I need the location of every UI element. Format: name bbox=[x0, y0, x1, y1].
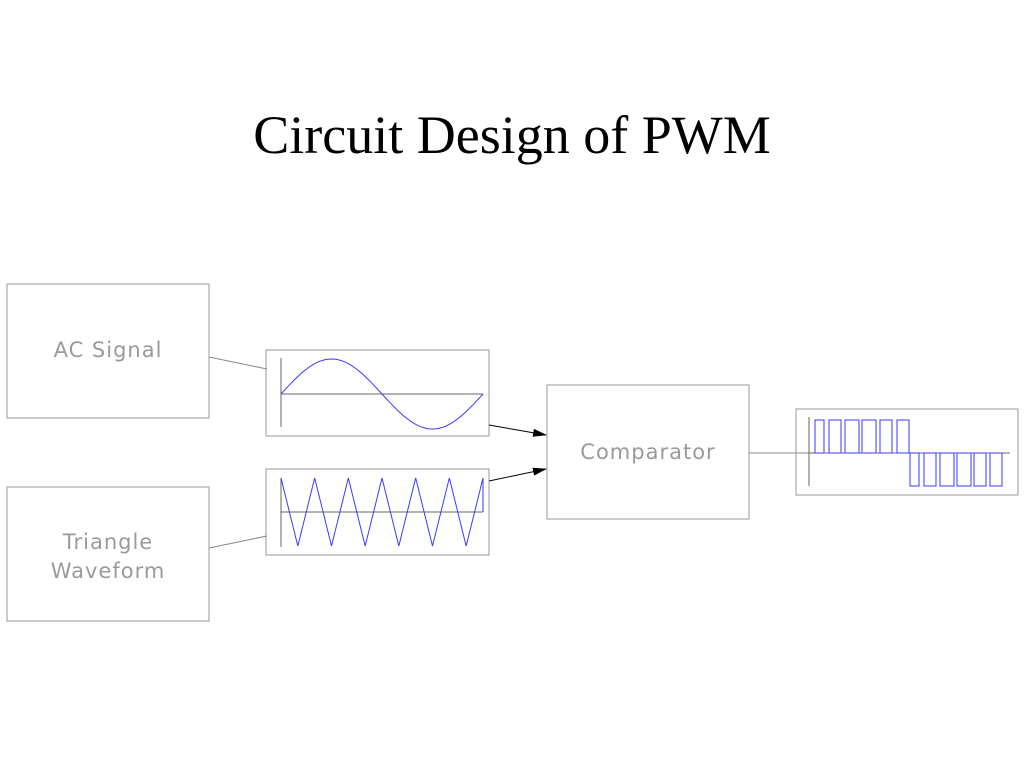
ac-signal-block: AC Signal bbox=[6, 283, 210, 419]
pwm-pulse bbox=[828, 419, 842, 454]
pwm-pulse bbox=[956, 452, 972, 487]
comparator-label: Comparator bbox=[580, 440, 715, 464]
sine-wave-box bbox=[265, 349, 490, 437]
sine-to-comparator-arrow bbox=[488, 424, 547, 437]
triangle-connector-line bbox=[208, 535, 268, 549]
pwm-pulse bbox=[814, 419, 825, 454]
pwm-pulse bbox=[896, 419, 910, 454]
triangle-to-comparator-arrow bbox=[488, 467, 547, 482]
pwm-pulse bbox=[909, 452, 920, 487]
pwm-pulse bbox=[989, 452, 1003, 487]
pwm-pulse bbox=[923, 452, 937, 487]
pwm-pulse bbox=[861, 419, 877, 454]
triangle-label-line2: Waveform bbox=[51, 559, 166, 583]
triangle-waveform bbox=[280, 477, 484, 547]
ac-connector-line bbox=[208, 356, 268, 370]
pwm-pulse bbox=[973, 452, 987, 487]
sine-waveform bbox=[280, 358, 484, 430]
pwm-pulses bbox=[814, 419, 1003, 487]
pwm-pulse bbox=[844, 419, 860, 454]
comparator-block: Comparator bbox=[546, 384, 750, 520]
slide-title: Circuit Design of PWM bbox=[253, 105, 771, 165]
triangle-wave-box bbox=[265, 468, 490, 556]
triangle-waveform-block: Triangle Waveform bbox=[6, 486, 210, 622]
pwm-output-box bbox=[795, 408, 1019, 496]
pwm-pulse bbox=[879, 419, 893, 454]
ac-signal-label: AC Signal bbox=[54, 338, 163, 362]
pwm-pulse bbox=[939, 452, 955, 487]
triangle-label-line1: Triangle bbox=[62, 530, 153, 554]
